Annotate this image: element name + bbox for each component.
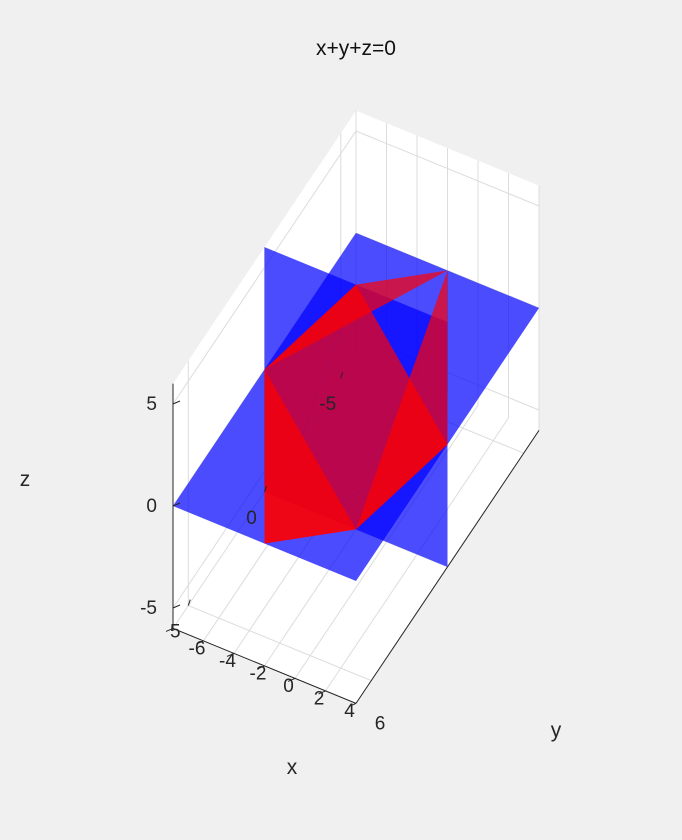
z-tick-label: 0 — [146, 496, 157, 517]
z-axis-label: z — [20, 468, 31, 491]
x-tick-mark — [187, 599, 191, 606]
gridline-y — [294, 160, 479, 679]
y-tick-label: 4 — [344, 701, 355, 722]
x-tick-mark — [264, 485, 267, 493]
y-tick-label: 6 — [375, 713, 386, 734]
plot-surfaces — [173, 233, 539, 581]
x-tick-mark — [340, 371, 344, 379]
chart-title: x+y+z=0 — [316, 37, 396, 60]
y-tick-label: 2 — [314, 688, 325, 709]
y-tick-mark — [226, 652, 235, 657]
gridline-y — [325, 173, 509, 692]
y-tick-mark — [165, 627, 174, 632]
y-tick-mark — [196, 640, 204, 645]
z-tick-label: 5 — [146, 394, 157, 415]
y-axis-label: y — [551, 719, 562, 742]
y-tick-label: -6 — [189, 638, 206, 659]
z-tick-mark — [172, 502, 181, 507]
solid-face-6 — [264, 369, 356, 544]
x-tick-label: 5 — [170, 622, 181, 643]
y-tick-mark — [287, 677, 296, 682]
z-tick-label: -5 — [140, 598, 157, 619]
y-tick-label: -2 — [250, 663, 267, 684]
x-tick-label: 0 — [246, 508, 257, 529]
x-tick-label: -5 — [319, 394, 336, 415]
y-tick-mark — [318, 690, 326, 695]
y-tick-label: -4 — [219, 651, 236, 672]
y-tick-mark — [348, 702, 357, 707]
z-tick-mark — [172, 400, 181, 405]
x-axis-label: x — [287, 756, 298, 779]
z-tick-mark — [172, 604, 181, 609]
y-tick-mark — [257, 665, 265, 670]
y-tick-label: 0 — [283, 676, 294, 697]
